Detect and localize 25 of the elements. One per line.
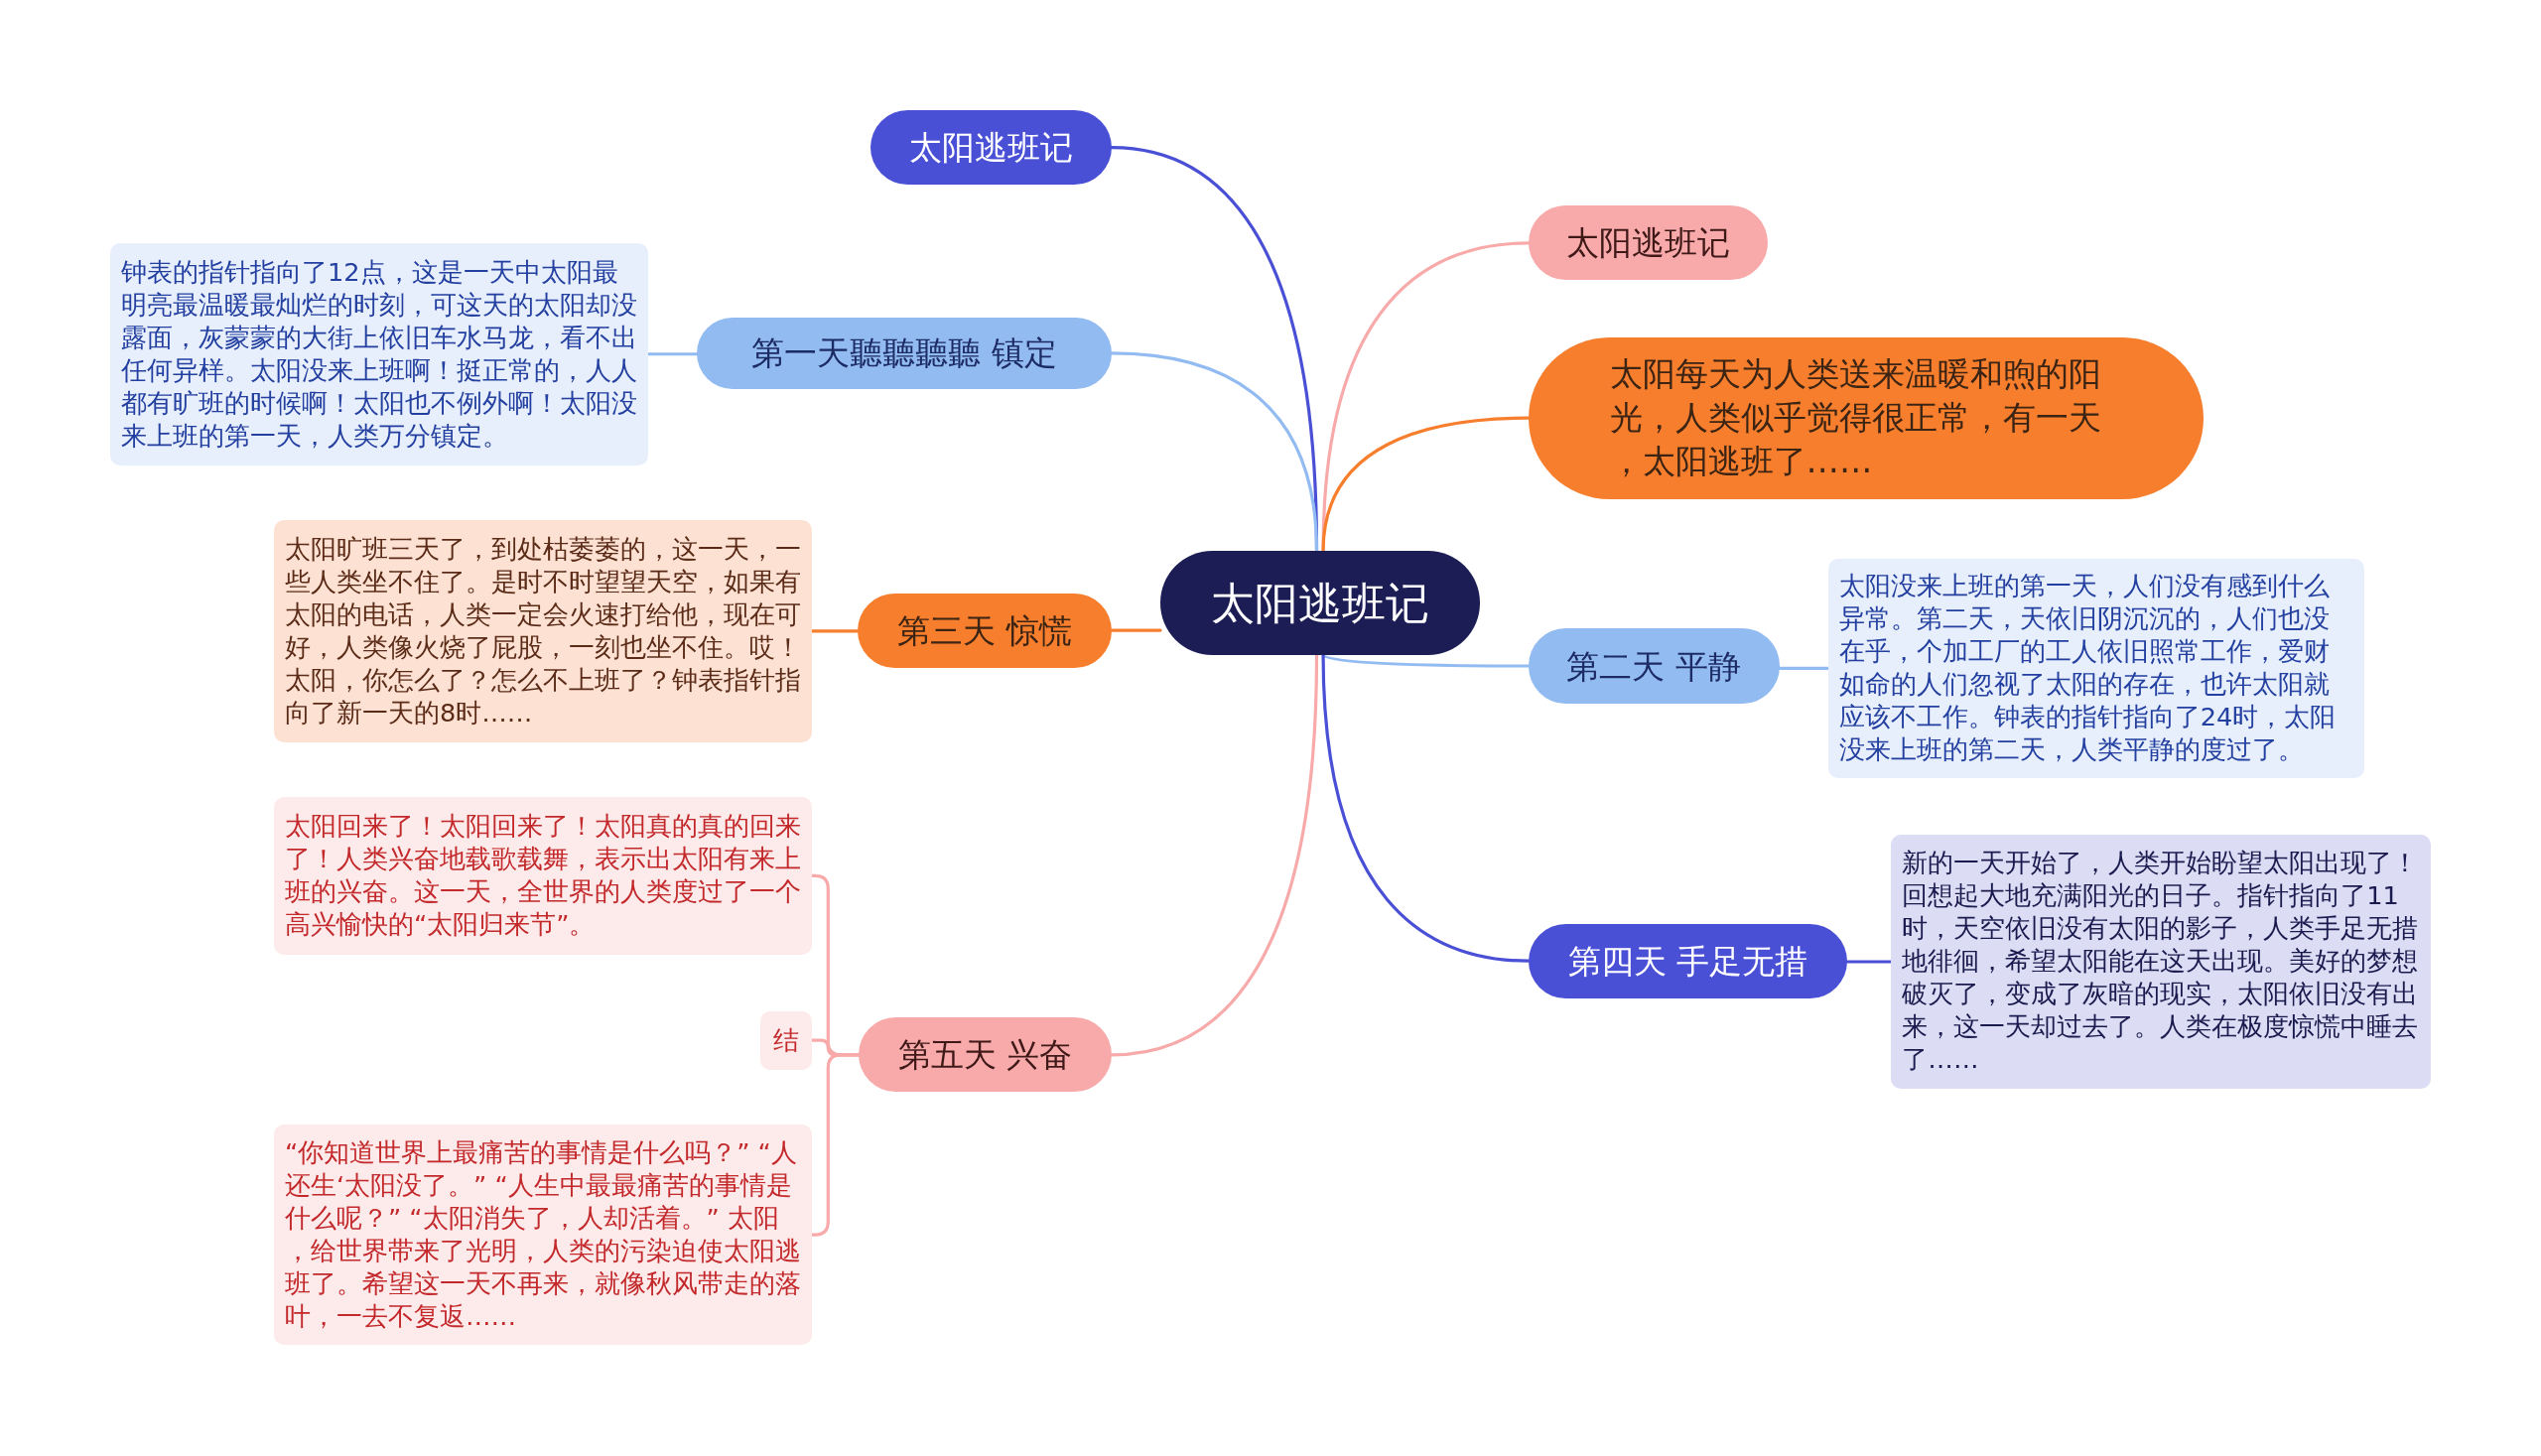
central-topic: 太阳逃班记	[1159, 551, 1480, 655]
note-box: 钟表的指针指向了12点，这是一天中太阳最明亮最温暖最灿烂的时刻，可这天的太阳却没露面，灰蒙蒙的大街上依旧车水马龙，看不出任何异样。太阳没来上班啊！挺正常的，人人都有旷班的时候啊！太阳也不例外啊！太阳没来上班的第一天，人类万分镇定。	[110, 242, 649, 465]
topic-box: 第五天 兴奋	[859, 1017, 1112, 1093]
topic-box: 太阳每天为人类送来温暖和煦的阳光，人类似乎觉得很正常，有一天，太阳逃班了……	[1528, 336, 2205, 499]
note-box: 新的一天开始了，人类开始盼望太阳出现了！回想起大地充满阳光的日子。指针指向了11时，天空依旧没有太阳的影子，人类手足无措地徘徊，希望太阳能在这天出现。美好的梦想破灭了，变成了灰暗的现实，太阳依旧没有出来，这一天却过去了。人类在极度惊慌中睡去了……	[1891, 834, 2431, 1090]
connector-line	[1110, 351, 1319, 553]
topic-box: 太阳逃班记	[1528, 205, 1769, 281]
topic-box: 第二天 平静	[1528, 628, 1780, 704]
connector-line	[1110, 628, 1162, 632]
connector-line	[1110, 653, 1319, 1057]
note-box: 太阳旷班三天了，到处枯萎萎的，这一天，一些人类坐不住了。是时不时望望天空，如果有太阳的电话，人类一定会火速打给他，现在可好，人类像火烧了屁股，一刻也坐不住。哎！太阳，你怎么了？怎么不上班了？钟表指针指向了新一天的8时……	[273, 520, 812, 742]
note-box: 太阳没来上班的第一天，人们没有感到什么异常。第二天，天依旧阴沉沉的，人们也没在乎，个加工厂的工人依旧照常工作，爱财如命的人们忽视了太阳的存在，也许太阳就应该不工作。钟表的指针指向了24时，太阳没来上班的第二天，人类平静的度过了。	[1827, 559, 2365, 778]
topic-box: 第一天聽聽聽聽 镇定	[697, 318, 1112, 389]
connector-line	[1845, 960, 1893, 964]
connector-line	[1321, 653, 1531, 963]
note-box: “你知道世界上最痛苦的事情是什么吗？” “人还生‘太阳没了。” “人生中最最痛苦的事情是什么呢？” “太阳消失了，人却活着。” 太阳，给世界带来了光明，人类的污染迫使太阳逃班了。希望这一天不再来，就像秋风带走的落叶，一去不复返……	[273, 1125, 812, 1346]
topic-box: 第三天 惊慌	[857, 593, 1112, 668]
connector-line	[810, 1053, 861, 1237]
note-box: 太阳回来了！太阳回来了！太阳真的真的回来了！人类兴奋地载歌载舞，表示出太阳有来上班的兴奋。这一天，全世界的人类度过了一个高兴愉快的“太阳归来节”。	[273, 797, 812, 955]
topic-box: 第四天 手足无措	[1528, 923, 1848, 998]
connector-line	[1321, 241, 1531, 553]
connector-line	[810, 629, 860, 633]
topic-box: 太阳逃班记	[869, 110, 1112, 186]
connector-line	[1321, 416, 1531, 553]
tag-box: 结	[759, 1010, 812, 1070]
